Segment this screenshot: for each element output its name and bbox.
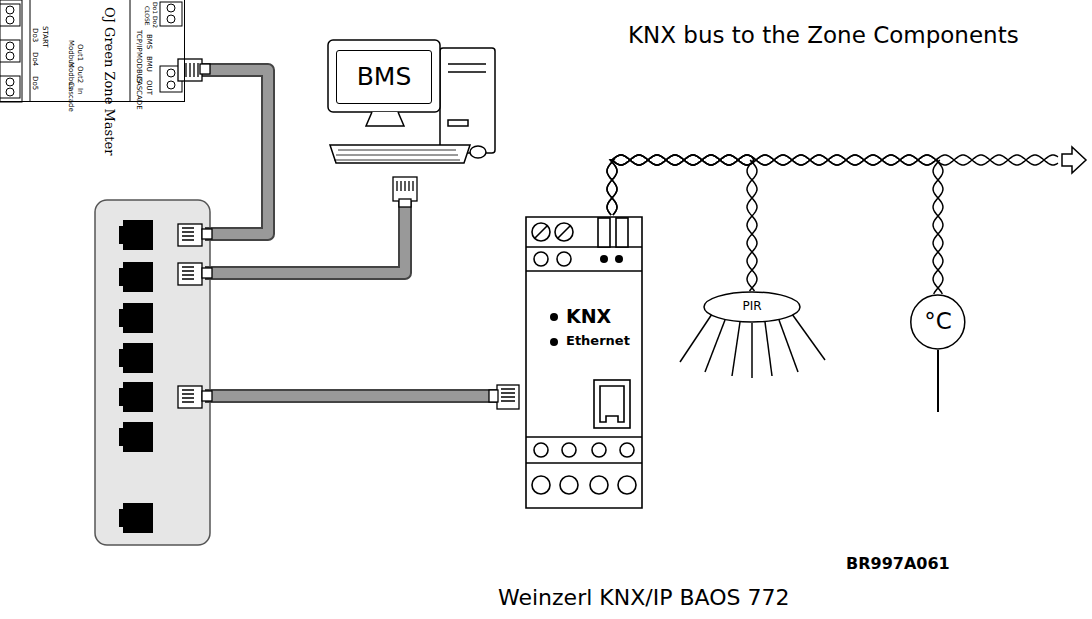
device-part (558, 226, 570, 238)
device-part (594, 380, 630, 428)
led-dot (600, 255, 608, 263)
sensor-stem (937, 350, 939, 412)
device-part (562, 443, 576, 457)
device-part (592, 443, 606, 457)
node-label: BMS (357, 63, 412, 91)
device-outline (524, 215, 644, 510)
terminal-label: Do1 (152, 2, 158, 14)
diagram-title: KNX bus to the Zone Components (628, 24, 1019, 47)
text-label: BR997A061 (846, 556, 950, 572)
device-part (620, 443, 634, 457)
pir-rays (680, 314, 825, 378)
terminal-blocks (0, 0, 182, 102)
terminal-label: BMS (145, 34, 152, 49)
terminal-label: START (41, 26, 48, 48)
terminal-label: Do2 (152, 16, 158, 28)
device-part (590, 476, 608, 494)
device-part (534, 443, 548, 457)
device-part (534, 252, 548, 266)
led-dot (550, 313, 558, 321)
terminal-label: BMU (145, 56, 152, 72)
bus-arrow (1062, 147, 1086, 173)
device-part (526, 217, 642, 508)
node-label: KNX (566, 307, 611, 326)
led-dot (550, 338, 558, 346)
device-part (526, 270, 642, 272)
node-label: °C (924, 309, 952, 334)
din-rail-module (526, 217, 642, 508)
device-part (618, 476, 636, 494)
device-part (532, 476, 550, 494)
node-label: OJ Green Zone Master (103, 7, 116, 155)
bus-strand (607, 155, 943, 294)
bus-strand (607, 155, 943, 294)
terminal-label: Out2 (76, 66, 83, 83)
bms-monitor: BMS (336, 50, 432, 104)
network-switch (95, 200, 210, 545)
device-part (616, 218, 628, 247)
device-part (560, 476, 578, 494)
device-part (600, 386, 624, 422)
pir-outline (704, 292, 800, 322)
twisted-bus (612, 155, 1058, 165)
bus-strand (612, 155, 1058, 165)
controller-box: OJ Green Zone Master (0, 0, 185, 102)
terminal-label: OUT (145, 80, 152, 95)
node-label: Ethernet (566, 334, 630, 347)
terminal-label: Cascade (67, 82, 74, 112)
temperature-sensor: °C (909, 294, 967, 350)
twisted-pair-connector (607, 155, 943, 294)
text-label: Weinzerl KNX/IP BAOS 772 (498, 587, 789, 609)
terminal-label: CASCADE (135, 76, 142, 110)
bus-strand (612, 155, 1058, 165)
terminal-label: CLOSE (144, 6, 150, 26)
pir-sensor: PIR (703, 291, 801, 323)
led-dot (615, 255, 623, 263)
device-part (557, 252, 571, 266)
terminal-label: Out1 (76, 44, 83, 61)
terminal-label: TCP/IP (135, 30, 142, 52)
device-part (598, 218, 610, 247)
knx-ip-interface: KNX Ethernet (524, 215, 644, 510)
device-part (535, 226, 547, 238)
device-part (555, 223, 573, 241)
terminal-label: Do5 (31, 76, 38, 90)
terminal-label: Do4 (31, 52, 38, 66)
device-part (532, 223, 550, 241)
device-part (526, 462, 642, 464)
device-part (526, 436, 642, 438)
sensor-outline (911, 295, 965, 349)
terminal-label: Do3 (31, 28, 38, 42)
node-label: PIR (742, 300, 761, 313)
terminal-label: In (76, 88, 83, 95)
computer (328, 40, 495, 163)
